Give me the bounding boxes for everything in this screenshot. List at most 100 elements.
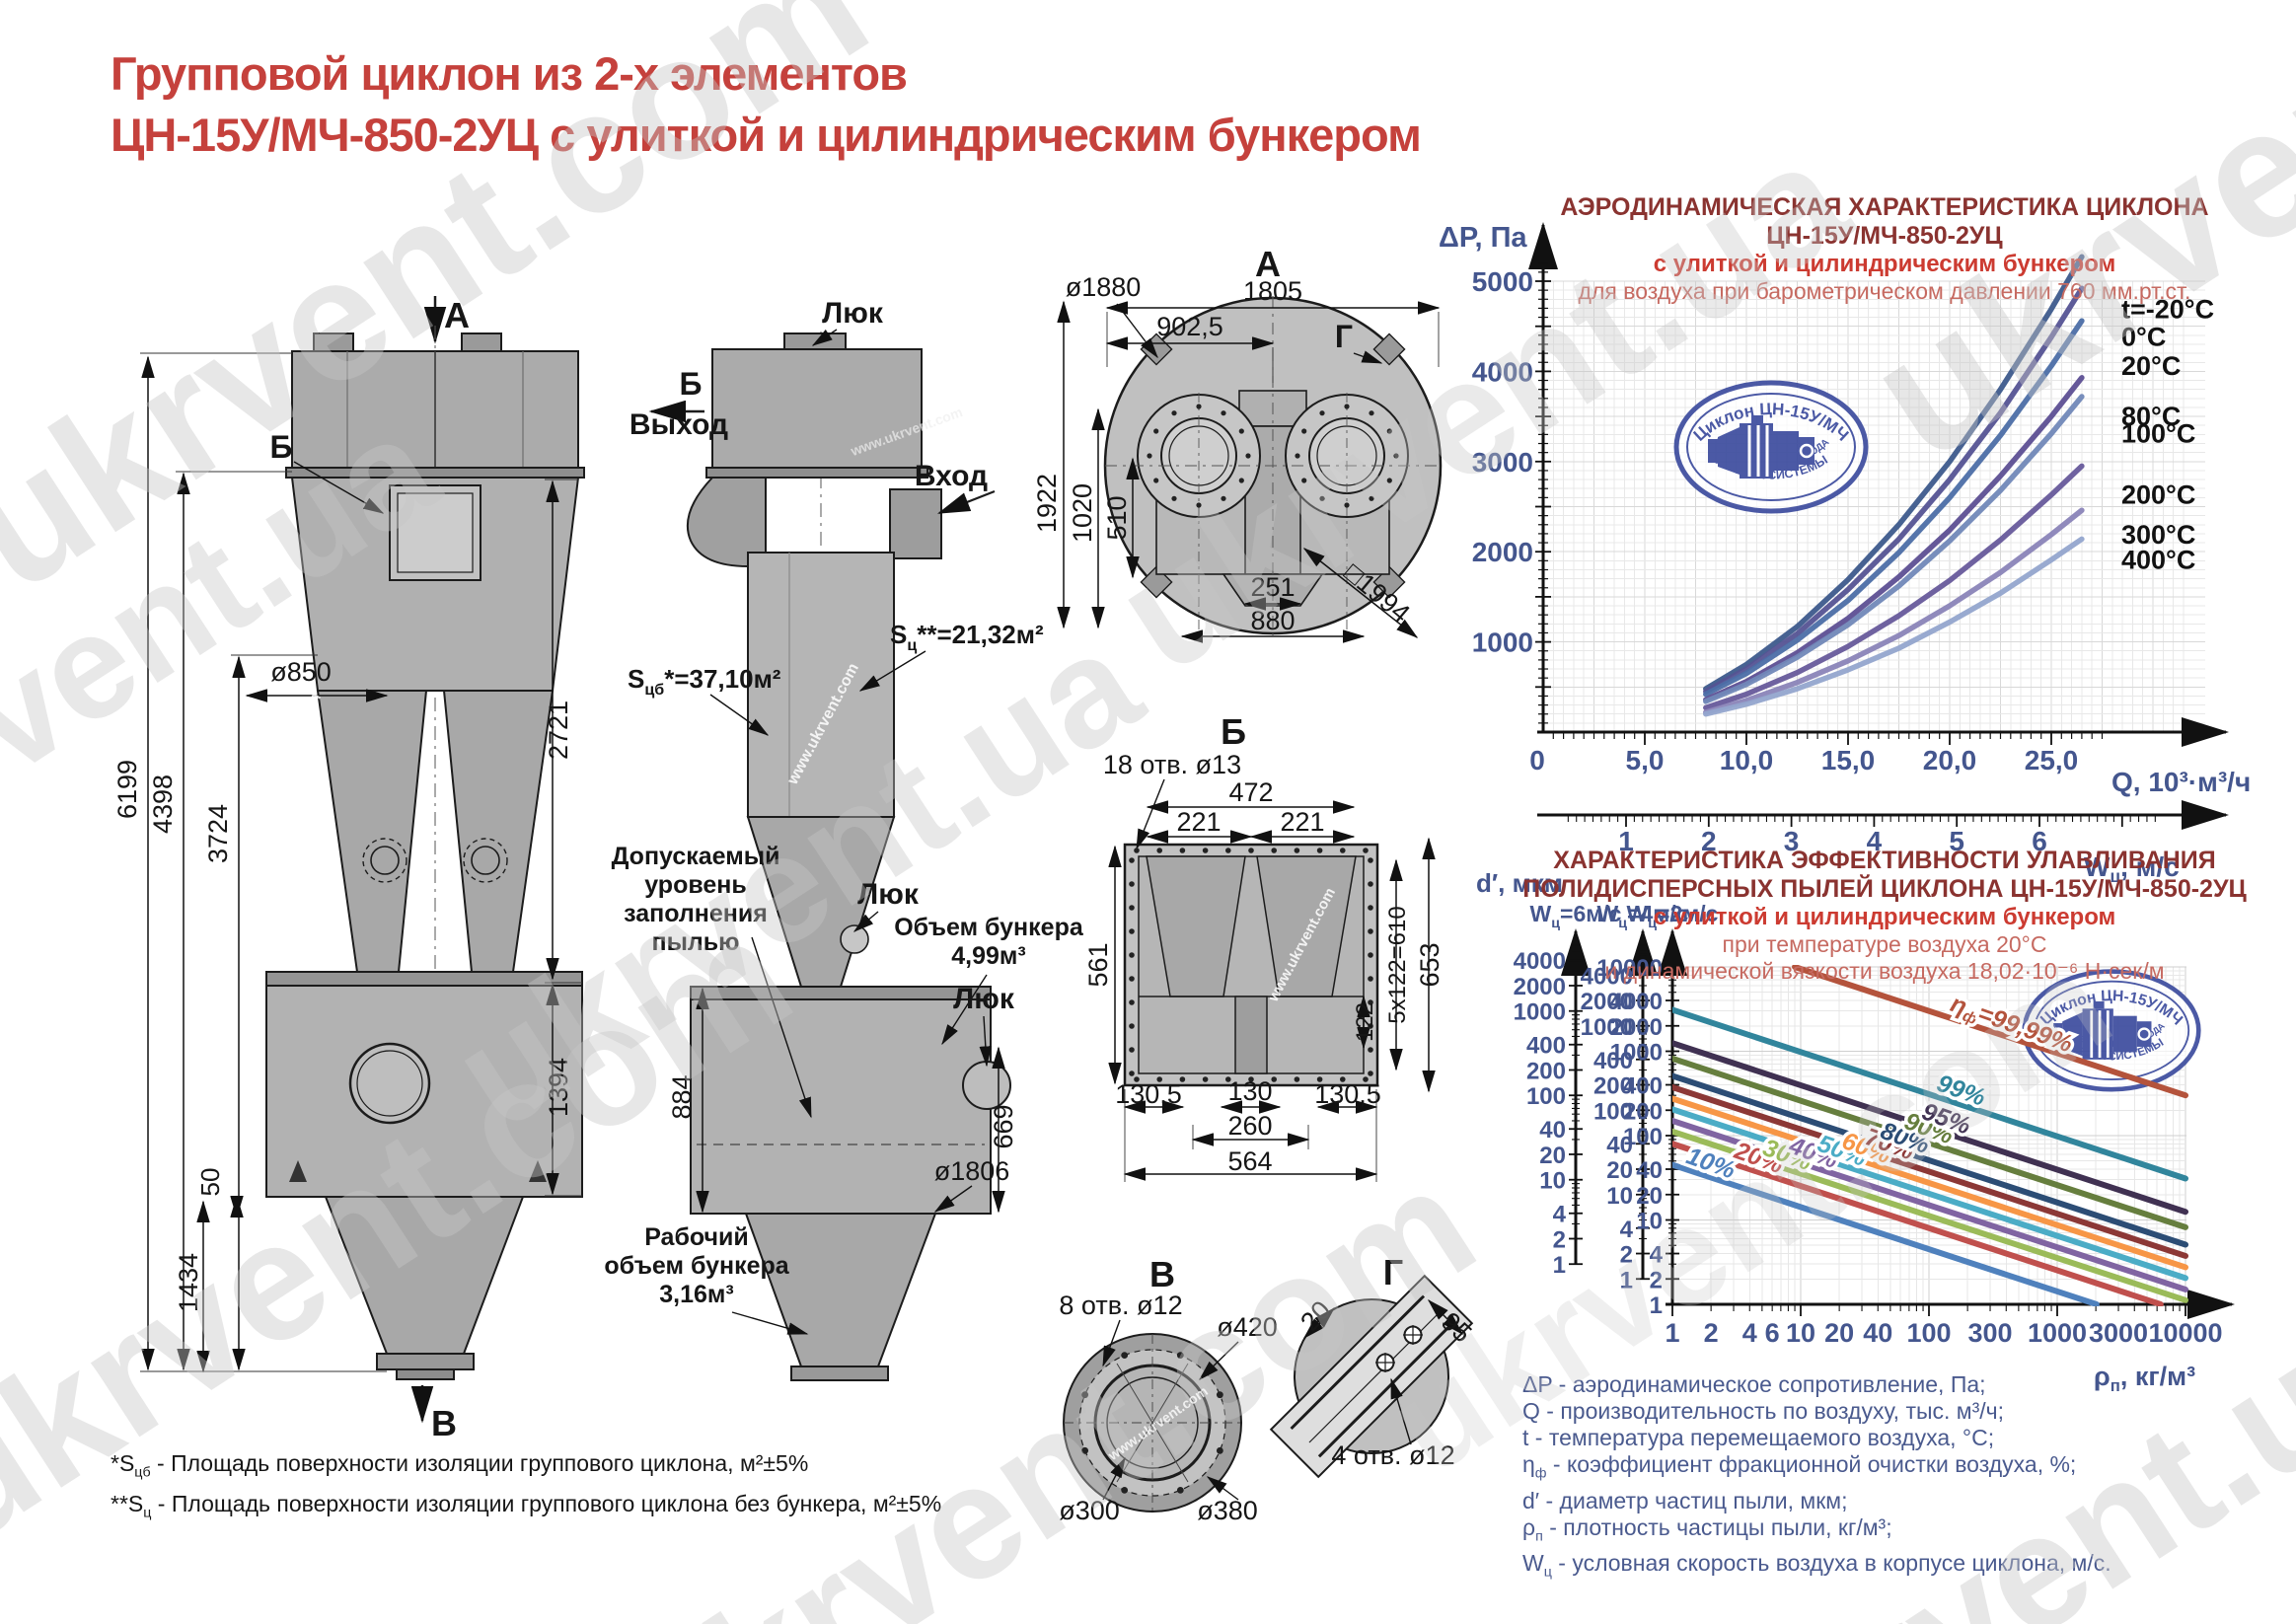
- dim-130: 130: [1227, 1076, 1272, 1106]
- area-cb-label: Sцб*=37,10м²: [628, 664, 781, 699]
- chart2-d-tick: 200: [1526, 1058, 1566, 1084]
- chart2-d-tick: 2000: [1514, 974, 1566, 1000]
- chart2-d-tick: 4000: [1610, 989, 1663, 1015]
- logo-cyclone-icon: [2053, 1000, 2152, 1060]
- chart1-curve-label: 80°C: [2121, 402, 2181, 431]
- dim-9025: 902,5: [1156, 312, 1223, 341]
- chart2-x-axis-label: ρп, кг/м³: [2094, 1362, 2195, 1395]
- section-arrow-label-a: А: [444, 295, 470, 335]
- chart1-x2-tick: 2: [1701, 826, 1717, 856]
- chart2-x-tick: 40: [1863, 1318, 1892, 1348]
- chart1-curve-0C: [1703, 285, 2085, 695]
- chart2-d-tick: 200: [1593, 1073, 1633, 1100]
- chart2-d-tick: 1000: [1610, 1040, 1663, 1067]
- front-view: [265, 296, 585, 1424]
- chart2-line-20: [1672, 1141, 2164, 1306]
- dim-1806: ø1806: [934, 1156, 1010, 1186]
- dim-561: 561: [1083, 942, 1113, 987]
- hatch-label-b-front: Б: [270, 429, 293, 465]
- chart2-d-axis-label: d′, мкм: [1476, 868, 1563, 898]
- chart2-line-90: [1672, 1055, 2188, 1230]
- chart2-d-tick: 2000: [1610, 1014, 1663, 1041]
- chart2-v-axis-label-2: Wц=2м/с: [1627, 901, 1719, 931]
- dim-1805: 1805: [1243, 276, 1302, 306]
- chart2-d-tick: 200: [1623, 1098, 1663, 1125]
- chart2-d-tick: 1: [1620, 1267, 1633, 1293]
- chart2-d-tick: 1000: [1581, 1014, 1633, 1041]
- area-c-label: Sц**=21,32м²: [890, 620, 1044, 654]
- chart1-y-tick: 2000: [1472, 537, 1533, 567]
- ukrvent-logo-stamp: Циклон ЦН-15У/МЧПРОИЗВОДСТВО ЗАВОДАУКРВЕ…: [2022, 969, 2201, 1092]
- chart2-line-9999: [1792, 965, 2188, 1099]
- chart1-x2-tick: 4: [1867, 826, 1883, 856]
- chart2-d-tick: 100: [1593, 1098, 1633, 1125]
- dim-510: 510: [1102, 495, 1132, 540]
- dim-4otv-12: 4 отв. ø12: [1331, 1440, 1454, 1470]
- chart2-v-axis-label-0: Wц=6м/с: [1530, 901, 1622, 931]
- chart2-d-tick: 4000: [1581, 963, 1633, 990]
- dim-472: 472: [1228, 777, 1273, 807]
- chart2-d-tick: 10: [1606, 1183, 1633, 1210]
- chart2-d-tick: 40: [1539, 1117, 1566, 1144]
- chart2-d-tick: 40: [1636, 1157, 1663, 1184]
- dim-653: 653: [1415, 942, 1444, 987]
- dim-380: ø380: [1197, 1496, 1258, 1525]
- chart1-curve-label: 0°C: [2121, 323, 2166, 352]
- chart2-d-tick: 100: [1623, 1124, 1663, 1150]
- chart2-line-95: [1672, 1040, 2188, 1216]
- chart1-curve-label: 20°C: [2121, 351, 2181, 381]
- chart2-x-tick: 10000: [2148, 1318, 2222, 1348]
- chart2-x-tick: 1: [1665, 1318, 1679, 1348]
- chart2-line-50: [1672, 1106, 2188, 1282]
- dim-1305-l: 130,5: [1115, 1079, 1182, 1109]
- footnote: *Sцб - Площадь поверхности изоляции груп…: [111, 1450, 809, 1481]
- page-title-line2: ЦН-15У/МЧ-850-2УЦ с улиткой и цилиндриче…: [111, 109, 1422, 161]
- dimension-lines: [140, 300, 1464, 1501]
- view-b-label: Б: [1221, 711, 1246, 752]
- chart1-x-tick: 20,0: [1923, 745, 1977, 775]
- chart1-x-tick: 0: [1529, 745, 1545, 775]
- chart2-line-60: [1672, 1095, 2188, 1271]
- chart2-line-40: [1672, 1117, 2188, 1292]
- dim-1880: ø1880: [1066, 272, 1142, 302]
- chart2-d-tick: 4: [1650, 1242, 1664, 1269]
- chart2-x-tick: 300: [1967, 1318, 2012, 1348]
- technical-drawing: АБ619943983724ø85027211394501434ВЛюкБВых…: [112, 244, 1477, 1525]
- page-title: Групповой циклон из 2-х элементов ЦН-15У…: [111, 43, 1422, 166]
- chart1-x-axis-label: Q, 10³·м³/ч: [2111, 767, 2251, 797]
- dim-4398: 4398: [148, 775, 178, 834]
- dim-50: 50: [195, 1168, 225, 1197]
- chart2-x-tick: 6: [1765, 1318, 1780, 1348]
- chart2-line-30: [1672, 1128, 2188, 1303]
- hatch-label-low: Люк: [953, 983, 1015, 1015]
- chart2-line-10: [1672, 1161, 2100, 1306]
- chart2-d-tick: 20: [1636, 1183, 1663, 1210]
- dim-300: ø300: [1059, 1496, 1120, 1525]
- chart2-d-tick: 2: [1650, 1267, 1663, 1293]
- chart2-d-tick: 20: [1539, 1143, 1566, 1169]
- dim-1305-r: 130,5: [1314, 1079, 1381, 1109]
- footnote: **Sц - Площадь поверхности изоляции груп…: [111, 1490, 942, 1521]
- view-a-label: А: [1255, 244, 1281, 284]
- dim-1394: 1394: [544, 1058, 573, 1117]
- chart1-curve-100C: [1703, 394, 2085, 704]
- chart2-d-tick: 1: [1650, 1292, 1663, 1319]
- inlet-label: Вход: [915, 460, 988, 492]
- dim-221-r: 221: [1280, 807, 1324, 837]
- chart2-x-tick: 100: [1906, 1318, 1951, 1348]
- chart1-curve-t-20C: [1703, 254, 2085, 692]
- outlet-label: Выход: [630, 408, 728, 441]
- footnotes: *Sцб - Площадь поверхности изоляции груп…: [111, 1448, 999, 1528]
- chart2-d-tick: 400: [1623, 1073, 1663, 1100]
- chart2-d-tick: 40: [1606, 1132, 1633, 1158]
- chart1-curve-20C: [1703, 318, 2085, 698]
- chart1-y-tick: 5000: [1472, 266, 1533, 297]
- dim-884: 884: [667, 1074, 697, 1119]
- chart1-curve-200C: [1703, 463, 2085, 711]
- dim-260: 260: [1227, 1111, 1272, 1141]
- view-v-label: В: [1149, 1254, 1175, 1294]
- hatch-label-mid: Люк: [857, 878, 920, 911]
